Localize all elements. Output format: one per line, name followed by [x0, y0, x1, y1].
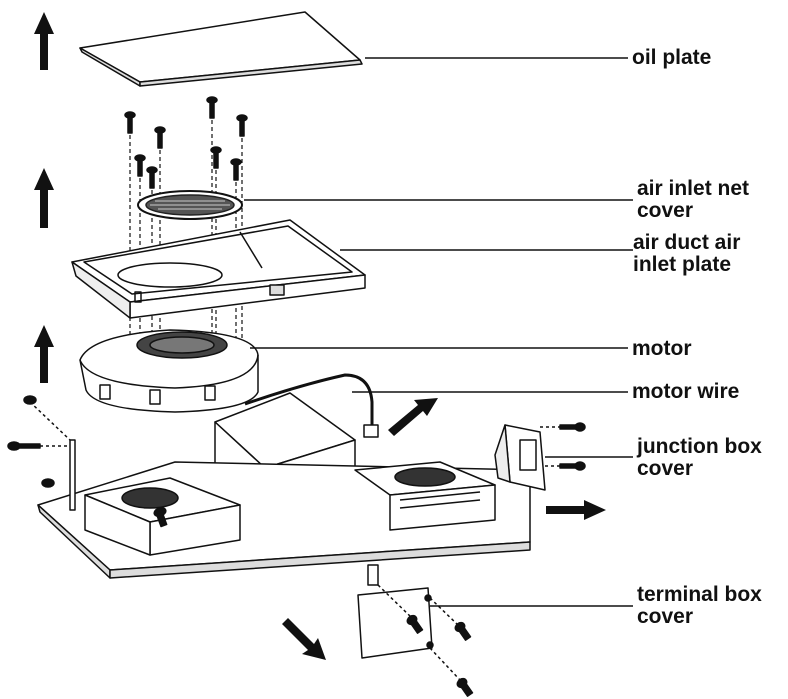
label-air-duct-line2: inlet plate [633, 253, 732, 276]
label-air-duct-air-inlet-plate: air duct air inlet plate [633, 232, 740, 276]
direction-arrows [34, 12, 606, 660]
wire-connector [363, 424, 379, 438]
air-duct-air-inlet-plate [71, 219, 366, 319]
terminal-box-cover [357, 564, 474, 697]
junction-box-cover [494, 422, 586, 491]
label-air-inlet-net-cover-line1: air inlet net [637, 177, 750, 200]
screws-upper [124, 96, 248, 189]
label-air-inlet-net-cover-line2: cover [637, 199, 694, 222]
motor-wire [244, 373, 374, 430]
label-junction-box-line1: junction box [637, 435, 762, 458]
label-air-duct-line1: air duct air [633, 231, 741, 254]
label-junction-box-cover: junction box cover [637, 436, 762, 480]
label-air-inlet-net-cover: air inlet net cover [637, 178, 749, 222]
label-terminal-box-line2: cover [637, 605, 694, 628]
label-motor: motor [632, 337, 692, 360]
air-inlet-net-cover [137, 190, 243, 220]
motor [79, 329, 259, 413]
base-housing [37, 461, 531, 579]
oil-plate [79, 11, 363, 87]
left-screws [7, 395, 168, 528]
label-terminal-box-cover: terminal box cover [637, 584, 762, 628]
label-oil-plate: oil plate [632, 46, 712, 69]
label-junction-box-line2: cover [637, 457, 694, 480]
label-motor-wire: motor wire [632, 380, 740, 403]
label-terminal-box-line1: terminal box [637, 583, 762, 606]
